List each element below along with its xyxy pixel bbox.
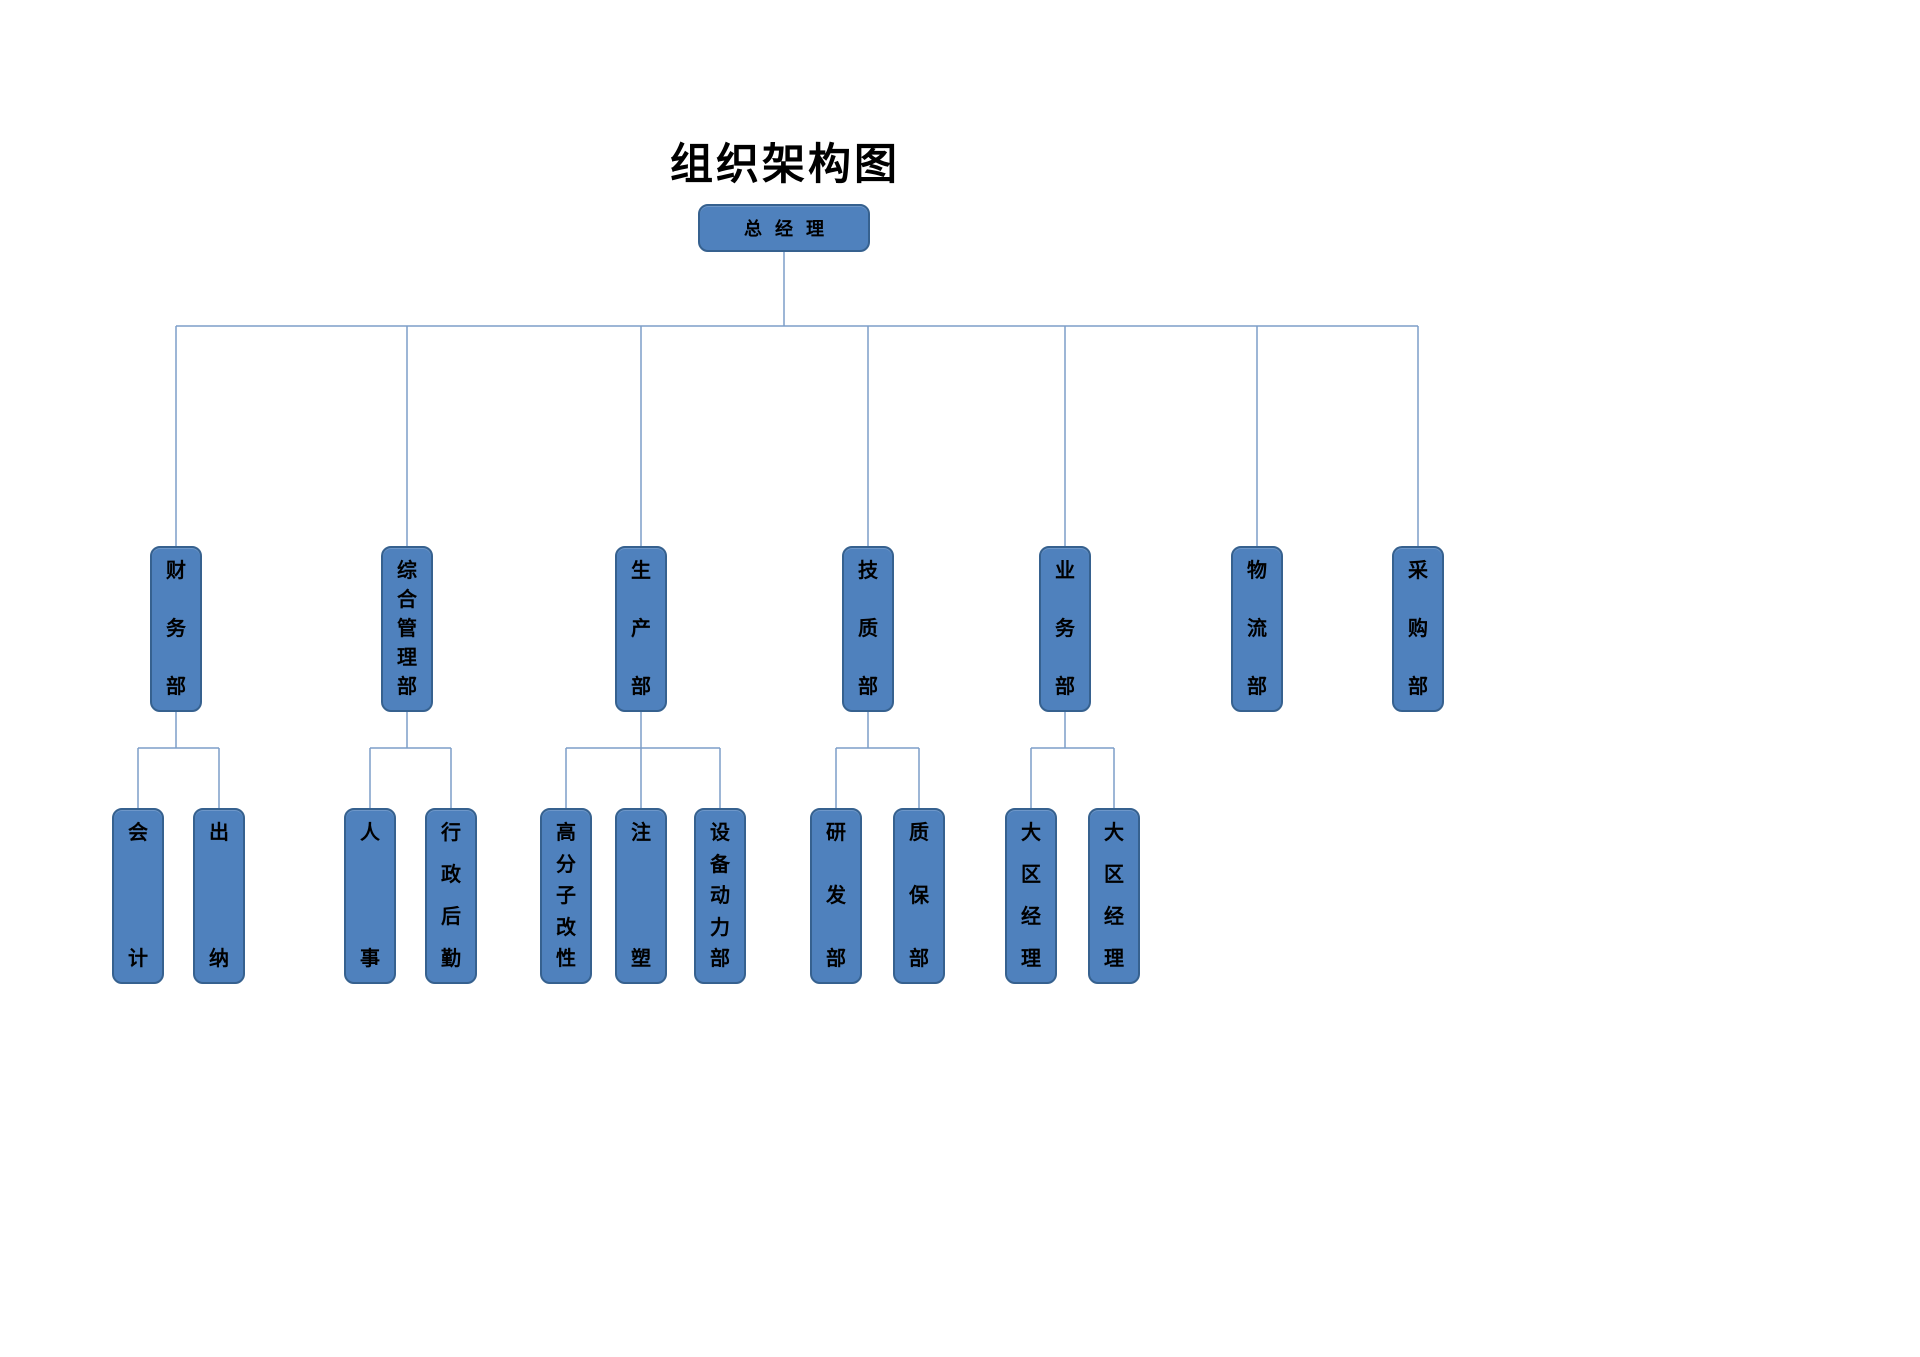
node-finance-dept: 财务部 bbox=[150, 546, 202, 712]
node-polymer-modification-label: 高分子改性 bbox=[556, 822, 576, 970]
node-injection-molding: 注塑 bbox=[615, 808, 667, 984]
node-cashier-label: 出纳 bbox=[209, 822, 229, 970]
connector-path bbox=[137, 252, 1419, 808]
node-rnd-dept: 研发部 bbox=[810, 808, 862, 984]
node-equipment-power-dept-label: 设备动力部 bbox=[710, 822, 730, 970]
node-tech-quality-dept-label: 技质部 bbox=[858, 560, 878, 698]
node-hr: 人事 bbox=[344, 808, 396, 984]
node-logistics-dept: 物流部 bbox=[1231, 546, 1283, 712]
node-cashier: 出纳 bbox=[193, 808, 245, 984]
node-accounting: 会计 bbox=[112, 808, 164, 984]
node-tech-quality-dept: 技质部 bbox=[842, 546, 894, 712]
node-equipment-power-dept: 设备动力部 bbox=[694, 808, 746, 984]
node-production-dept-label: 生产部 bbox=[631, 560, 651, 698]
node-business-dept-label: 业务部 bbox=[1055, 560, 1075, 698]
node-regional-manager-2: 大区经理 bbox=[1088, 808, 1140, 984]
node-hr-label: 人事 bbox=[360, 822, 380, 970]
node-polymer-modification: 高分子改性 bbox=[540, 808, 592, 984]
node-regional-manager-2-label: 大区经理 bbox=[1104, 822, 1124, 970]
node-procurement-dept-label: 采购部 bbox=[1408, 560, 1428, 698]
node-regional-manager-1: 大区经理 bbox=[1005, 808, 1057, 984]
node-qa-dept: 质保部 bbox=[893, 808, 945, 984]
chart-title: 组织架构图 bbox=[670, 141, 900, 189]
node-accounting-label: 会计 bbox=[128, 822, 148, 970]
node-rnd-dept-label: 研发部 bbox=[826, 822, 846, 970]
node-qa-dept-label: 质保部 bbox=[909, 822, 929, 970]
node-general-manager: 总经理 bbox=[698, 204, 870, 252]
node-production-dept: 生产部 bbox=[615, 546, 667, 712]
node-general-management-dept-label: 综合管理部 bbox=[397, 560, 417, 698]
node-admin-logistics: 行政后勤 bbox=[425, 808, 477, 984]
node-injection-molding-label: 注塑 bbox=[631, 822, 651, 970]
node-finance-dept-label: 财务部 bbox=[166, 560, 186, 698]
node-business-dept: 业务部 bbox=[1039, 546, 1091, 712]
node-admin-logistics-label: 行政后勤 bbox=[441, 822, 461, 970]
node-procurement-dept: 采购部 bbox=[1392, 546, 1444, 712]
node-general-management-dept: 综合管理部 bbox=[381, 546, 433, 712]
node-regional-manager-1-label: 大区经理 bbox=[1021, 822, 1041, 970]
node-logistics-dept-label: 物流部 bbox=[1247, 560, 1267, 698]
node-general-manager-label: 总经理 bbox=[744, 219, 837, 239]
